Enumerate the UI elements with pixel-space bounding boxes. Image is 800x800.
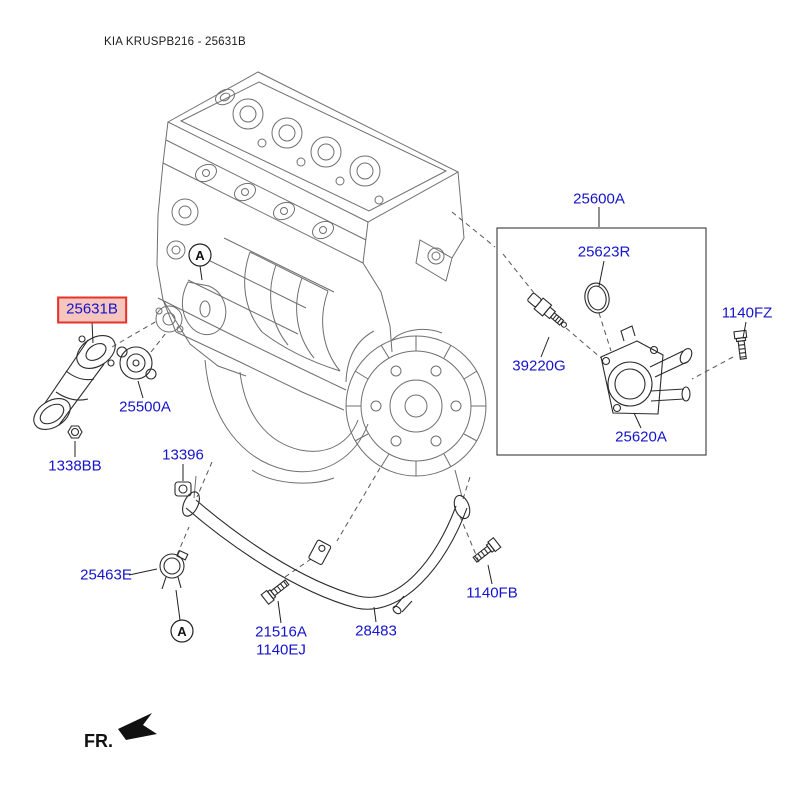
clamp-drawing[interactable]	[159, 549, 189, 590]
fr-direction-arrow	[118, 713, 157, 740]
part-label-25623R[interactable]: 25623R	[577, 243, 631, 261]
nut-drawing[interactable]	[67, 425, 83, 439]
bolt-1140FB-drawing[interactable]	[471, 536, 502, 565]
coolant-pipe-drawing[interactable]	[179, 489, 473, 615]
part-group-box	[496, 227, 707, 456]
sensor-39220G-drawing[interactable]	[526, 291, 571, 332]
part-label-28483[interactable]: 28483	[355, 622, 397, 640]
thermostat-housing-drawing[interactable]	[600, 325, 694, 415]
part-label-21516A[interactable]: 21516A	[255, 623, 307, 641]
part-label-25600A[interactable]: 25600A	[573, 190, 625, 208]
part-label-25500A[interactable]: 25500A	[119, 398, 171, 416]
view-marker-bottom: A	[170, 589, 194, 643]
thermostat-drawing[interactable]	[116, 346, 157, 380]
part-label-1140EJ[interactable]: 1140EJ	[256, 641, 306, 659]
diagram-title: KIA KRUSPB216 - 25631B	[104, 36, 246, 48]
part-label-13396[interactable]: 13396	[162, 446, 204, 464]
oring-drawing[interactable]	[582, 281, 612, 315]
bolt-1140FZ-drawing[interactable]	[733, 329, 749, 360]
part-label-1140FB[interactable]: 1140FB	[466, 584, 518, 602]
part-label-1338BB[interactable]: 1338BB	[48, 457, 102, 475]
view-marker-bottom-letter: A	[177, 624, 187, 639]
assembly-dashed-lines	[111, 211, 734, 578]
part-label-25620A[interactable]: 25620A	[615, 428, 667, 446]
view-marker-top-letter: A	[195, 248, 205, 263]
leader-lines	[74, 207, 747, 624]
part-label-39220G[interactable]: 39220G	[512, 357, 566, 375]
engine-illustration	[155, 71, 487, 499]
water-inlet-drawing[interactable]	[28, 329, 121, 436]
part-label-25463E[interactable]: 25463E	[80, 566, 132, 584]
clip-drawing[interactable]	[174, 481, 192, 497]
view-marker-top: A	[188, 243, 212, 281]
part-label-1140FZ[interactable]: 1140FZ	[721, 304, 773, 322]
fr-label: FR.	[84, 731, 113, 751]
highlighted-part-label-box[interactable]: 25631B	[57, 296, 127, 324]
part-label-25631B[interactable]: 25631B	[66, 300, 118, 318]
bolt-21516A-drawing[interactable]	[260, 578, 290, 606]
